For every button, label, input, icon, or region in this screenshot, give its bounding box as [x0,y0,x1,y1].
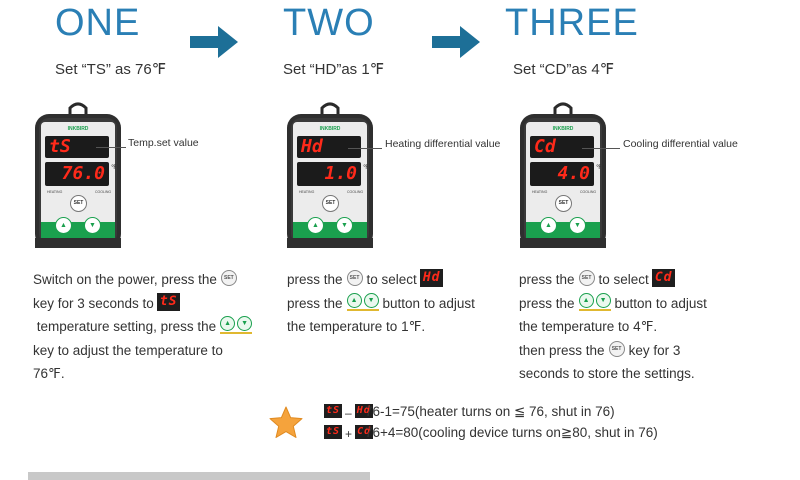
set-key-icon: SET [220,270,237,287]
cooling-label: COOLING [95,190,112,194]
step-one-title: ONE [55,2,141,44]
brand-logo: INKBIRD [319,126,341,132]
led-display-top: tS [45,136,109,158]
up-button[interactable]: ▲ [307,217,324,234]
thermostat-controller: INKBIRD Hd 1.0 ℉ HEATING COOLING SET ▲ ▼ [285,102,375,250]
down-button[interactable]: ▼ [569,217,586,234]
led-display-bottom: 1.0 [297,162,361,186]
set-button[interactable]: SET [322,195,339,212]
star-icon [269,406,303,438]
led-display: Hd [354,403,373,418]
unit-label: ℉ [111,165,117,171]
heating-label: HEATING [299,190,315,194]
step-two-subtitle: Set “HD”as 1℉ [283,61,384,78]
formula-row: tS+Cd [324,424,374,441]
cooling-label: COOLING [347,190,364,194]
callout-label: Cooling differential value [623,138,738,150]
up-button[interactable]: ▲ [540,217,557,234]
formula-text: 76+4=80(cooling device turns on≧80, shut… [365,425,658,440]
up-button[interactable]: ▲ [55,217,72,234]
callout-label: Heating differential value [385,138,501,150]
set-key-icon: SET [578,270,595,287]
scrollbar[interactable] [28,472,370,480]
up-down-buttons-icon: ▲▼ [578,292,611,311]
led-display-top: Cd [530,136,594,158]
led-display: Cd [355,424,374,439]
up-down-buttons-icon: ▲▼ [220,316,253,335]
heating-label: HEATING [47,190,63,194]
formula-row: tS–Hd [324,403,373,420]
down-button[interactable]: ▼ [336,217,353,234]
set-button[interactable]: SET [70,195,87,212]
led-display: Hd [419,269,444,288]
led-display: tS [324,424,343,439]
step-three-subtitle: Set “CD”as 4℉ [513,61,614,78]
arrow-right-icon [432,26,480,58]
set-key-icon: SET [346,270,363,287]
step-two-title: TWO [283,2,375,44]
led-display: Cd [651,269,676,288]
set-button[interactable]: SET [555,195,572,212]
led-display: tS [324,403,343,418]
thermostat-controller: INKBIRD tS 76.0 ℉ HEATING COOLING SET ▲ … [33,102,123,250]
brand-logo: INKBIRD [552,126,574,132]
step-three-title: THREE [505,2,639,44]
led-display: tS [156,292,181,311]
brand-logo: INKBIRD [67,126,89,132]
step-one-subtitle: Set “TS” as 76℉ [55,61,166,78]
unit-label: ℉ [363,165,369,171]
unit-label: ℉ [596,165,602,171]
led-display-top: Hd [297,136,361,158]
led-display-bottom: 76.0 [45,162,109,186]
cooling-label: COOLING [580,190,597,194]
thermostat-controller: INKBIRD Cd 4.0 ℉ HEATING COOLING SET ▲ ▼ [518,102,608,250]
led-display-bottom: 4.0 [530,162,594,186]
up-down-buttons-icon: ▲▼ [346,292,379,311]
formula-text: 76-1=75(heater turns on ≦ 76, shut in 76… [365,404,615,419]
heating-label: HEATING [532,190,548,194]
down-button[interactable]: ▼ [84,217,101,234]
set-key-icon: SET [608,340,625,357]
arrow-right-icon [190,26,238,58]
callout-label: Temp.set value [128,137,199,149]
